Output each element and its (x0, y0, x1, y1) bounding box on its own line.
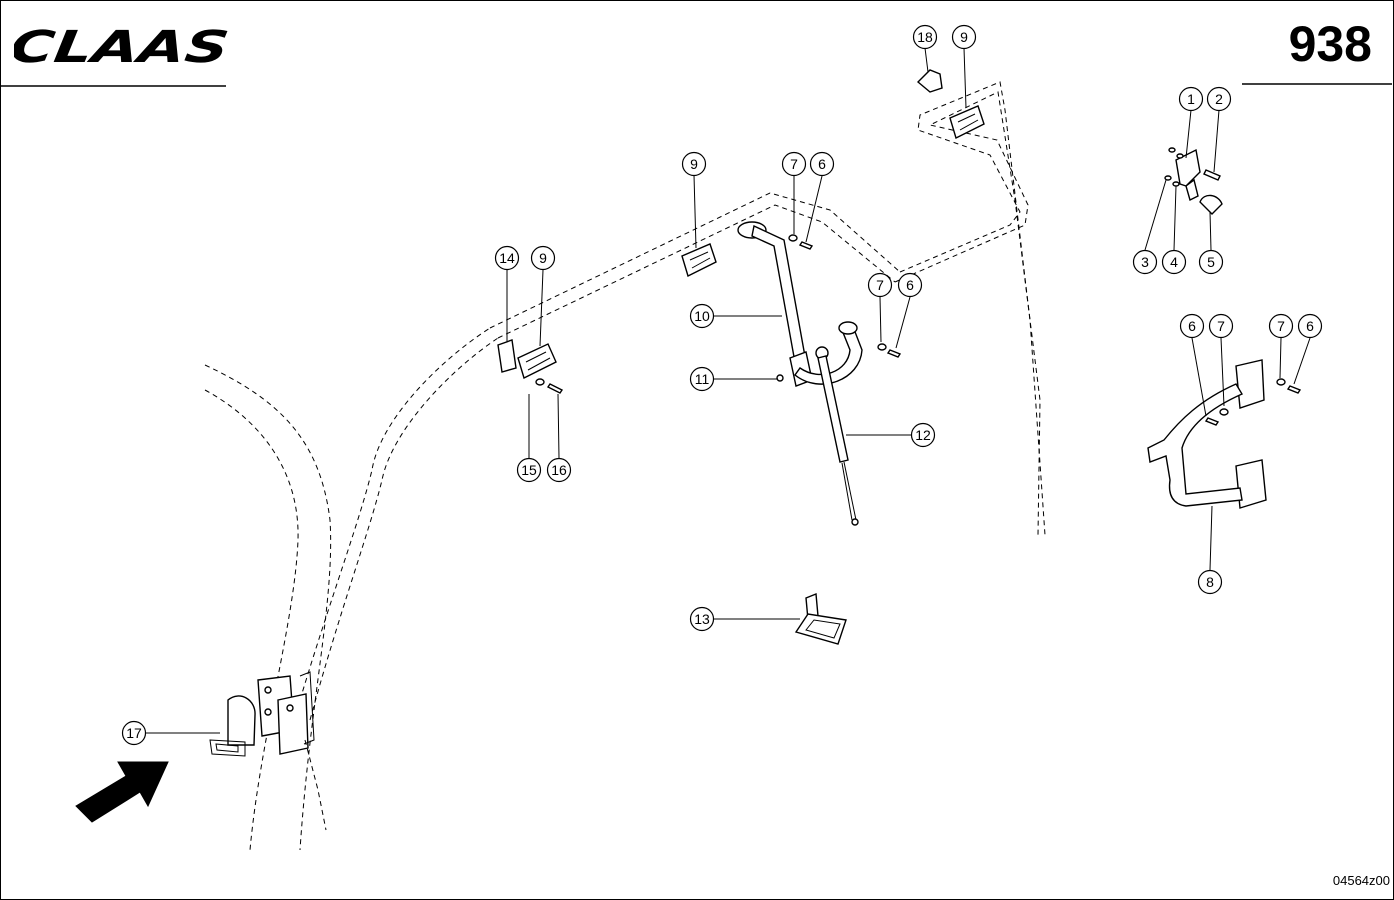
svg-text:5: 5 (1207, 254, 1215, 270)
callout-7: 7 (1208, 313, 1234, 339)
callout-16: 16 (546, 457, 572, 483)
callout-17: 17 (121, 720, 147, 746)
svg-text:7: 7 (876, 277, 884, 293)
callout-7: 7 (867, 272, 893, 298)
part-7a-washer (788, 234, 798, 242)
svg-text:1: 1 (1187, 91, 1195, 107)
svg-text:9: 9 (539, 250, 547, 266)
svg-text:18: 18 (917, 29, 933, 45)
callout-11: 11 (689, 366, 715, 392)
callout-8: 8 (1197, 569, 1223, 595)
part-18-cap (916, 69, 943, 93)
callout-7: 7 (1268, 313, 1294, 339)
callout-6: 6 (809, 151, 835, 177)
part-6d-bolt (1286, 385, 1302, 394)
callout-balloons: 18 9 1 2 3 4 5 9 7 6 14 9 10 7 6 11 12 1… (121, 24, 1323, 746)
arrow-up-right-icon (75, 761, 169, 823)
svg-text:9: 9 (690, 156, 698, 172)
part-9-hinge-left (517, 343, 557, 379)
callout-3: 3 (1132, 249, 1158, 275)
part-7c-washer (1219, 408, 1229, 416)
callout-15: 15 (516, 457, 542, 483)
latch-detail (1164, 147, 1223, 215)
callout-14: 14 (494, 245, 520, 271)
svg-text:6: 6 (818, 156, 826, 172)
page-number: 938 (1288, 16, 1372, 72)
callout-18: 18 (912, 24, 938, 50)
svg-text:17: 17 (126, 725, 142, 741)
svg-text:16: 16 (551, 462, 567, 478)
part-9-hinge-middle (681, 243, 717, 277)
callout-4: 4 (1161, 249, 1187, 275)
callout-6: 6 (1297, 313, 1323, 339)
drawing-code: 04564z00 (1332, 873, 1390, 888)
callout-5: 5 (1198, 249, 1224, 275)
part-17-step-hoop (209, 695, 256, 757)
svg-text:7: 7 (790, 156, 798, 172)
part-7b-washer (877, 343, 887, 351)
svg-text:4: 4 (1170, 254, 1178, 270)
part-15-washer (535, 378, 545, 386)
svg-text:7: 7 (1277, 318, 1285, 334)
callout-9: 9 (681, 151, 707, 177)
callout-13: 13 (689, 606, 715, 632)
svg-text:13: 13 (694, 611, 710, 627)
svg-text:6: 6 (1306, 318, 1314, 334)
svg-text:14: 14 (499, 250, 515, 266)
svg-text:8: 8 (1206, 574, 1214, 590)
svg-text:10: 10 (694, 308, 710, 324)
svg-text:12: 12 (915, 427, 931, 443)
callout-6: 6 (897, 272, 923, 298)
callout-6: 6 (1179, 313, 1205, 339)
door-hinge-assembly (257, 671, 327, 831)
svg-text:CLAAS: CLAAS (14, 22, 232, 66)
svg-text:2: 2 (1215, 91, 1223, 107)
svg-text:6: 6 (906, 277, 914, 293)
part-7d-washer (1276, 378, 1286, 386)
claas-logo: CLAAS (14, 22, 232, 66)
part-10-handle (737, 221, 813, 387)
svg-text:9: 9 (960, 29, 968, 45)
part-6a-bolt (798, 241, 814, 250)
part-11-nut (776, 374, 784, 382)
leader-lines (146, 47, 1311, 734)
callout-10: 10 (689, 303, 715, 329)
callout-1: 1 (1178, 86, 1204, 112)
part-16-bolt (546, 383, 564, 394)
part-14-hinge-plate (497, 339, 517, 373)
svg-text:6: 6 (1188, 318, 1196, 334)
callout-7: 7 (781, 151, 807, 177)
svg-text:7: 7 (1217, 318, 1225, 334)
part-9-hinge-top (949, 105, 985, 139)
part-6c-bolt (1204, 417, 1220, 426)
part-6b-bolt (886, 349, 902, 358)
part-8-handrail (1147, 359, 1267, 509)
part-13-step-bracket (794, 593, 847, 645)
svg-text:11: 11 (695, 371, 710, 387)
callout-2: 2 (1206, 86, 1232, 112)
part-12-gas-strut (815, 346, 859, 526)
cab-outline (204, 81, 1046, 851)
svg-text:15: 15 (521, 462, 537, 478)
callout-12: 12 (910, 422, 936, 448)
svg-text:3: 3 (1141, 254, 1149, 270)
callout-9: 9 (530, 245, 556, 271)
callout-9: 9 (951, 24, 977, 50)
